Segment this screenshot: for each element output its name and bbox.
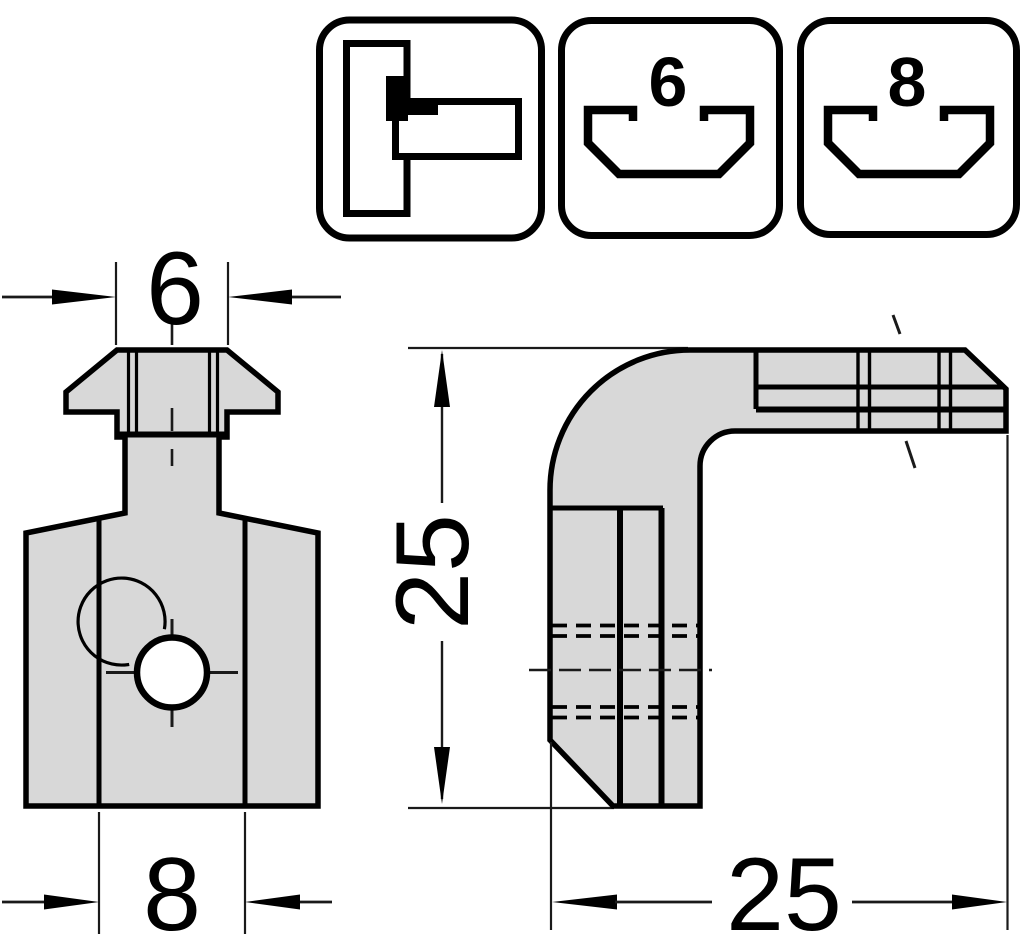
icon-profile-connector (316, 16, 545, 242)
icon-slot8-profile-glyph (823, 105, 995, 179)
icon-slot6-label: 6 (649, 43, 688, 121)
dimension-text-25-vertical: 25 (375, 514, 491, 630)
hole-thread-arc (76, 576, 167, 667)
arrowhead-up (434, 350, 450, 407)
arrowhead-left (552, 894, 617, 910)
dimension-height: 25 (375, 350, 491, 804)
arrowhead-right (44, 894, 99, 910)
dimension-text-6: 6 (146, 231, 204, 347)
icon-slot-8: 8 (797, 17, 1020, 238)
tapped-hole (76, 576, 238, 727)
head-centerline-tick-top (891, 314, 902, 335)
dimension-width-top: 6 (2, 231, 341, 347)
front-view-head-grooves (126, 352, 220, 432)
icon-slot-6: 6 (558, 17, 783, 239)
head-centerline-tick-bottom (904, 440, 917, 469)
hole-bore-circle (133, 634, 211, 711)
dimension-text-8: 8 (143, 837, 201, 949)
arrowhead-right (52, 289, 116, 305)
side-view-arm-head-lines (753, 314, 1004, 469)
arrowhead-down (434, 747, 450, 804)
side-view-leg-lines (529, 505, 712, 804)
arrowhead-left (228, 289, 292, 305)
icon-slot8-frame (797, 17, 1020, 238)
icon-connector-anchor-lip (392, 98, 438, 115)
icon-slot8-label: 8 (888, 43, 927, 121)
icon-slot6-profile-glyph (583, 105, 755, 179)
icon-connector-arm-bar (392, 98, 522, 160)
icon-slot6-frame (558, 17, 783, 239)
side-view: 25 25 (375, 314, 1009, 949)
dimension-length: 25 (549, 435, 1009, 949)
dimension-text-25-horizontal: 25 (726, 837, 842, 949)
arrowhead-right (952, 894, 1007, 910)
front-view: 6 8 (2, 231, 341, 949)
dimension-width-bottom: 8 (2, 812, 332, 949)
arrowhead-left (245, 894, 300, 910)
